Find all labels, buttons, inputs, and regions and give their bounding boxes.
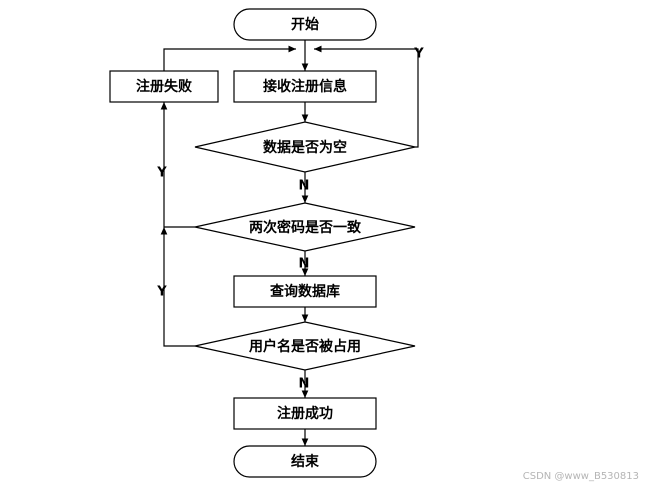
username-no-label: N [299, 377, 310, 392]
empty-yes-label: Y [413, 47, 424, 62]
query-db-label: 查询数据库 [270, 283, 340, 300]
end-label: 结束 [291, 453, 320, 470]
empty-check-label: 数据是否为空 [263, 139, 347, 156]
password-yes-label: Y [156, 166, 167, 181]
password-check-label: 两次密码是否一致 [249, 219, 362, 236]
username-yes-label: Y [156, 285, 167, 300]
query-db-box [233, 275, 377, 308]
username-check-label: 用户名是否被占用 [249, 338, 361, 355]
username-yes-line [160, 227, 195, 347]
fail-label: 注册失败 [136, 78, 193, 95]
empty-yes-loop-line [314, 45, 419, 148]
register-success-box [233, 397, 377, 430]
empty-no-label: N [299, 179, 310, 194]
password-no-label: N [299, 257, 310, 272]
start-label: 开始 [291, 16, 319, 33]
receive-label: 接收注册信息 [263, 78, 347, 95]
success-label: 注册成功 [277, 405, 333, 422]
fail-to-top-line [163, 45, 296, 71]
csdn-watermark: CSDN @www_B530813 [522, 471, 639, 482]
receive-info-box [233, 70, 377, 103]
